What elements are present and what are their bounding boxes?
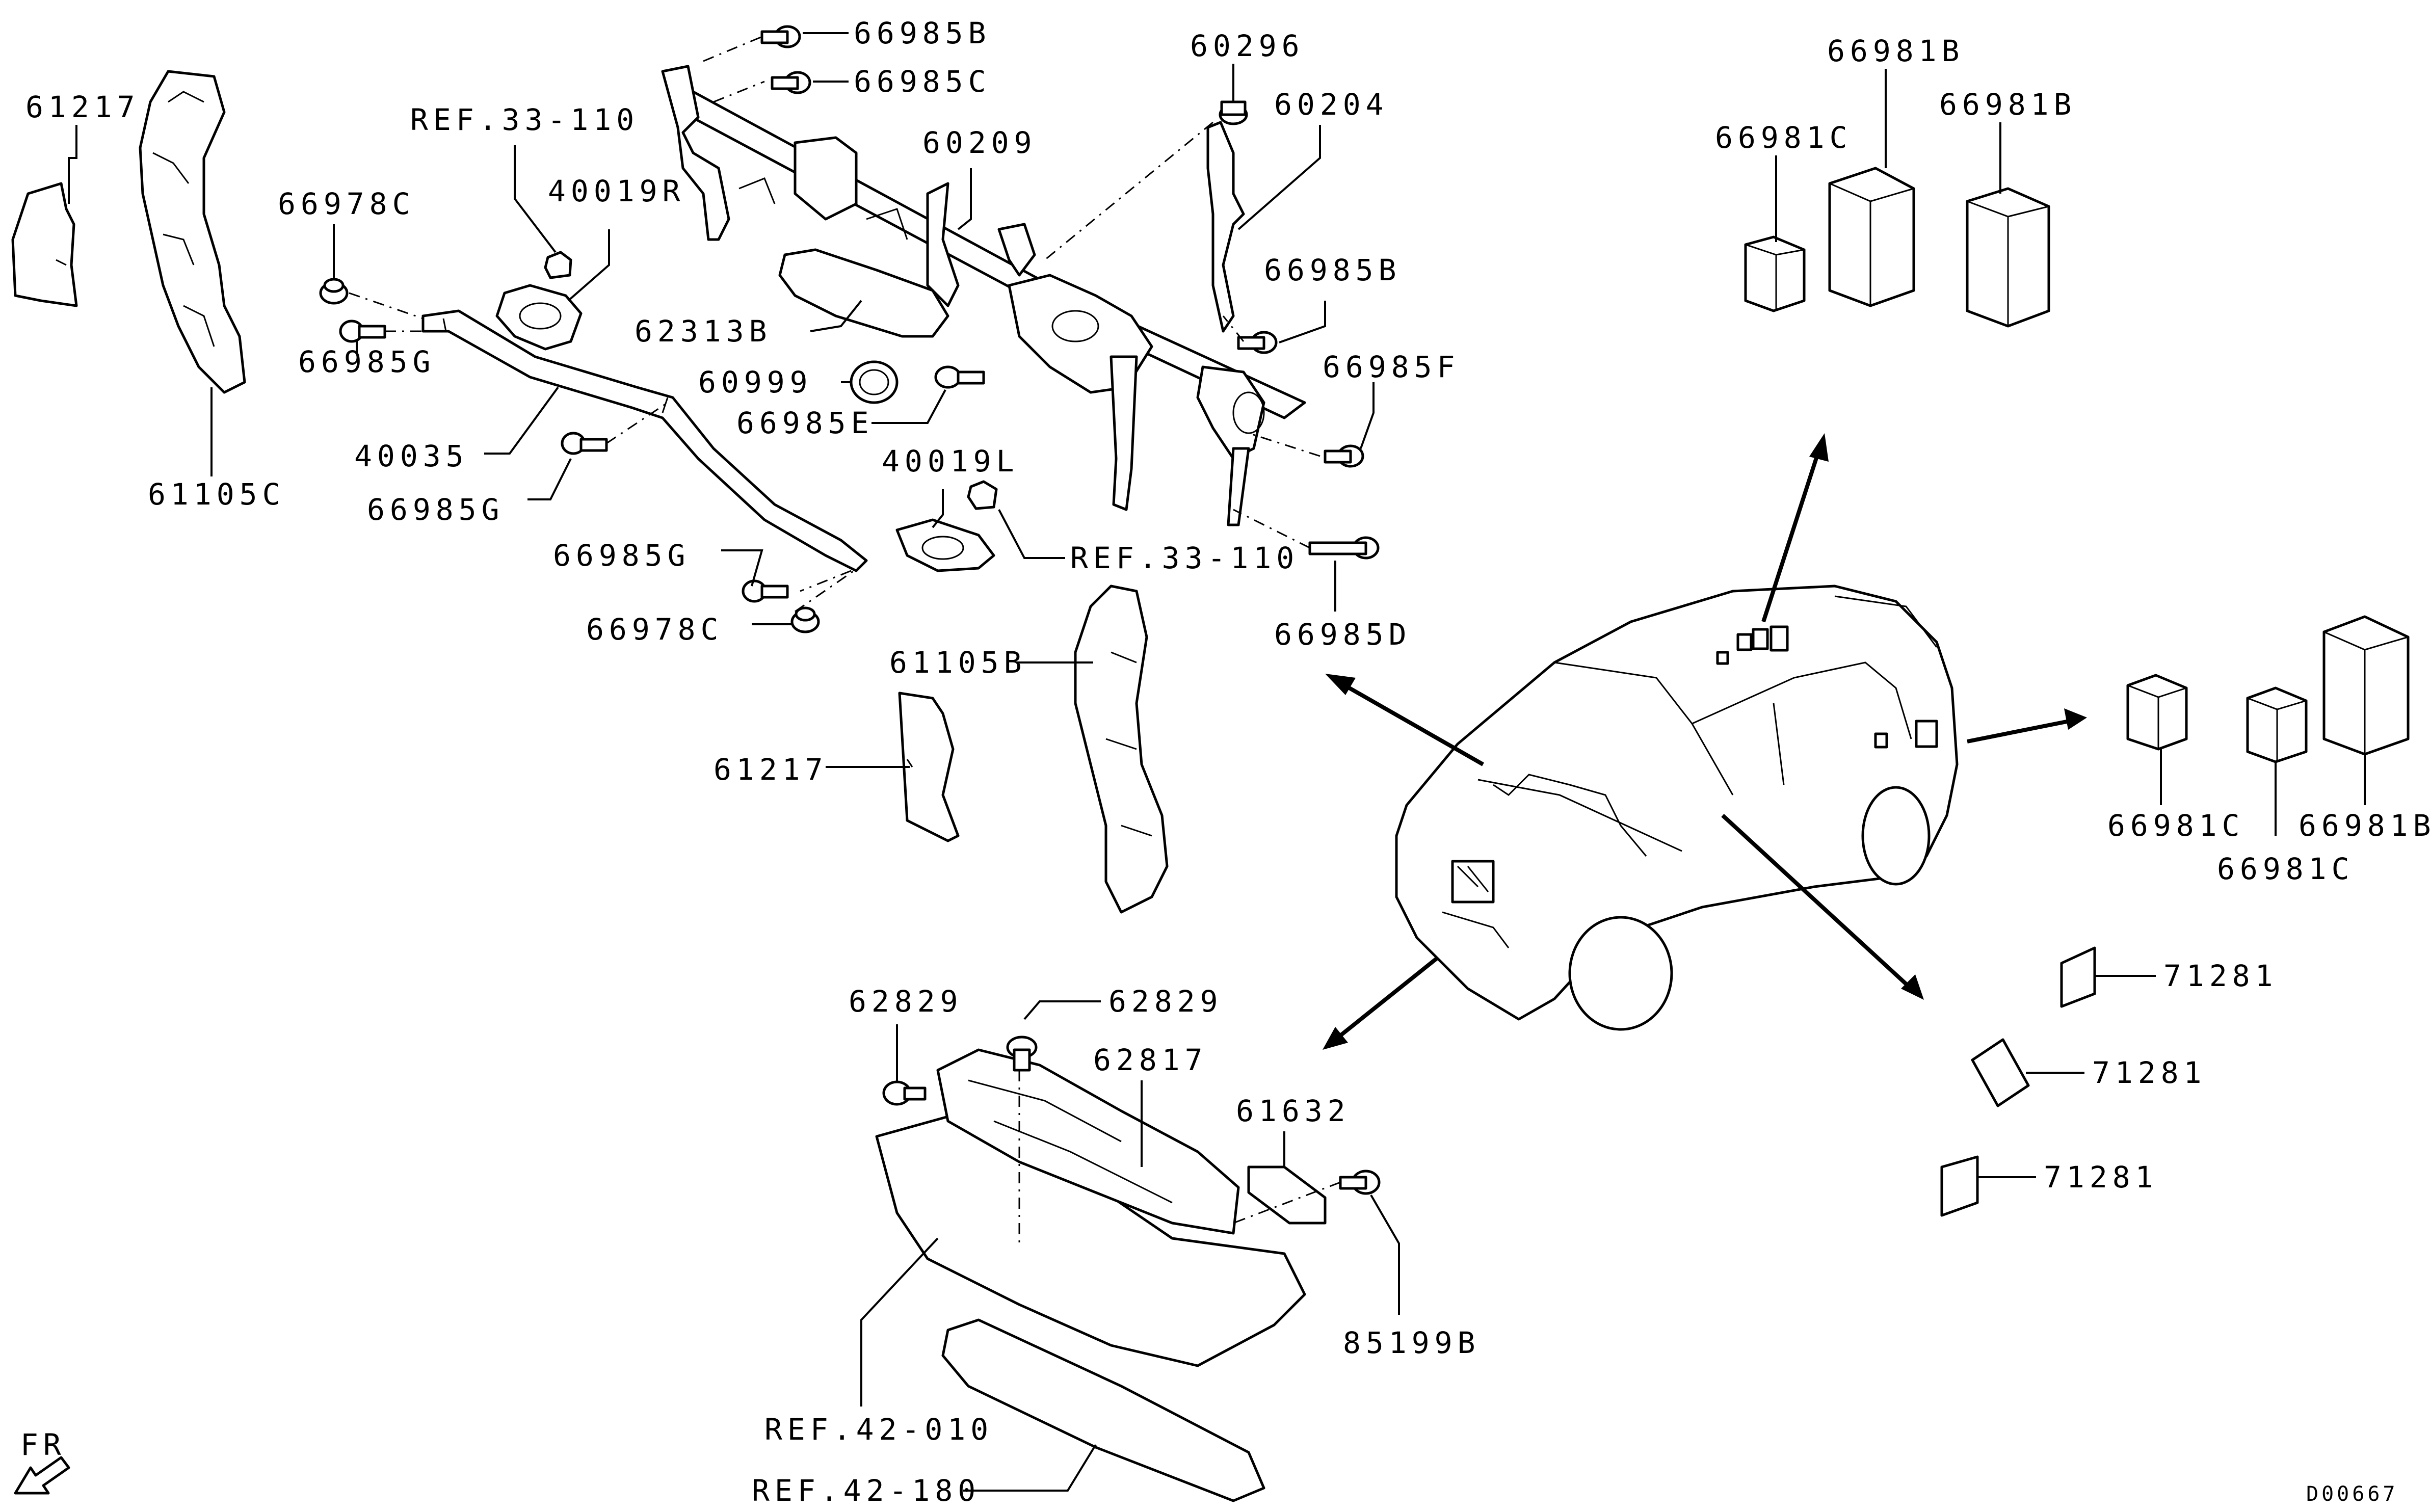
clip-ref33-b	[967, 480, 998, 510]
label-66981b-right: 66981B	[2299, 808, 2430, 843]
label-66981c-top: 66981C	[1715, 120, 1853, 155]
bolt-85199b	[1339, 1170, 1381, 1195]
label-ref42-180: REF.42-180	[752, 1473, 981, 1508]
label-fr: FR	[20, 1427, 66, 1462]
nut-60296	[1219, 100, 1248, 125]
relay-66981b-b	[1966, 187, 2050, 328]
bolt-66985b-a	[760, 25, 801, 48]
relay-66981c-c	[2246, 686, 2308, 763]
label-ref33-110-lower: REF.33-110	[1070, 541, 1299, 575]
duct-61105c	[139, 70, 246, 394]
brace-40035	[421, 309, 868, 572]
leader-lines	[68, 32, 2366, 1492]
label-61632: 61632	[1236, 1094, 1351, 1128]
label-66981c-right-mid: 66981C	[2217, 852, 2355, 886]
label-66985d: 66985D	[1274, 617, 1412, 652]
brace-60204	[1206, 121, 1245, 333]
label-62817: 62817	[1093, 1043, 1208, 1077]
label-61105b: 61105B	[889, 645, 1027, 680]
label-66978c-lower: 66978C	[586, 612, 724, 647]
bolt-62829-a	[882, 1080, 927, 1106]
ref42-180-panel	[941, 1318, 1265, 1502]
label-66985b-lower: 66985B	[1264, 253, 1402, 287]
label-66981b-top-left: 66981B	[1827, 34, 1965, 68]
label-66985c: 66985C	[854, 64, 991, 99]
label-60999: 60999	[698, 365, 813, 400]
label-71281-top: 71281	[2163, 959, 2278, 993]
label-66985b-upper: 66985B	[854, 16, 991, 50]
label-40019l: 40019L	[882, 444, 1019, 479]
vehicle-outline	[1395, 585, 1959, 1031]
label-66985e: 66985E	[736, 406, 874, 440]
label-40019r: 40019R	[548, 174, 685, 208]
bolt-66985e	[934, 365, 985, 389]
bracket-40019r	[495, 284, 583, 351]
label-40035: 40035	[354, 439, 469, 473]
label-62829-right: 62829	[1108, 984, 1223, 1019]
relay-66981b-a	[1828, 167, 1915, 307]
label-60209: 60209	[922, 125, 1037, 160]
bolt-66985g-b	[561, 432, 608, 455]
part-labels: 61217 61105C 66978C 66985G 40035 66985G …	[20, 16, 2430, 1508]
label-66985f: 66985F	[1323, 350, 1460, 384]
diagram-code: D00667	[2306, 1482, 2398, 1506]
cover-61217-left	[11, 182, 78, 307]
relay-66981c-a	[1744, 235, 1806, 312]
clip-ref33-a	[544, 251, 572, 279]
arrows	[1323, 433, 2087, 1050]
label-ref42-010: REF.42-010	[764, 1412, 993, 1447]
label-71281-middle: 71281	[2092, 1055, 2207, 1090]
cover-61217-center	[898, 692, 960, 842]
alignment-lines	[349, 35, 1341, 1243]
label-66981c-right-left: 66981C	[2107, 808, 2245, 843]
label-60204: 60204	[1274, 87, 1389, 122]
duct-61105b	[1074, 585, 1169, 914]
label-62313b: 62313B	[635, 314, 772, 349]
label-66985g-lower: 66985G	[553, 538, 691, 573]
bolt-66985c	[771, 71, 811, 94]
trim-62313b	[778, 248, 949, 338]
label-62829-left: 62829	[849, 984, 963, 1019]
label-61105c: 61105C	[148, 477, 285, 512]
bracket-40019l	[895, 518, 995, 572]
nut-66978c-a	[319, 278, 349, 305]
label-71281-bottom: 71281	[2044, 1160, 2158, 1195]
label-61217-center: 61217	[714, 752, 828, 787]
label-66985g-middle: 66985G	[367, 492, 505, 527]
label-ref33-110-upper: REF.33-110	[410, 102, 639, 137]
relay-66981c-b	[2126, 674, 2188, 751]
pad-71281-a	[2060, 946, 2096, 1008]
label-66985g-upper: 66985G	[298, 344, 436, 379]
ring-60999	[850, 360, 899, 404]
label-85199b: 85199B	[1343, 1325, 1481, 1360]
label-60296: 60296	[1190, 29, 1305, 63]
steering-support-member-60209	[661, 65, 1306, 526]
label-66981b-top-right: 66981B	[1939, 87, 2077, 122]
bracket-61632	[1247, 1165, 1327, 1225]
relay-66981b-c	[2322, 615, 2410, 756]
bolt-62829-b	[1006, 1036, 1038, 1072]
bolt-66985g-a	[339, 320, 386, 343]
front-direction-arrow-icon	[14, 1456, 70, 1495]
pad-71281-b	[1971, 1038, 2030, 1107]
label-61217-left: 61217	[25, 90, 140, 124]
bolt-66985b-b	[1237, 331, 1278, 354]
bolt-66985f	[1324, 444, 1364, 468]
bolt-66985g-c	[742, 579, 789, 603]
pad-71281-c	[1940, 1155, 1979, 1217]
label-66978c-upper: 66978C	[278, 187, 415, 221]
nut-66978c-b	[790, 606, 820, 633]
bolt-66985d	[1308, 536, 1380, 560]
